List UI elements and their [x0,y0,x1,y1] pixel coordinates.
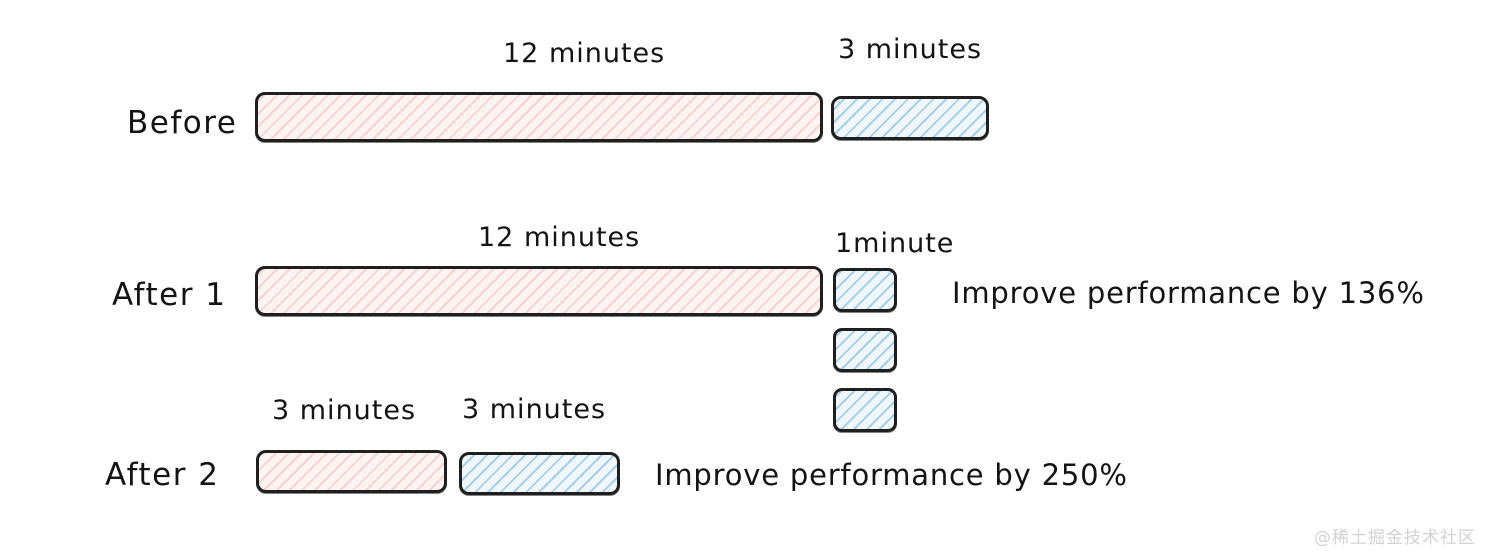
watermark: @稀土掘金技术社区 [1314,528,1476,548]
caption-before-blue-bar: 3 minutes [838,34,983,65]
row-label-after-1: After 1 [112,277,227,313]
row-label-after-2: After 2 [105,457,220,493]
caption-after2-pink-bar: 3 minutes [272,395,417,426]
after2-blue-bar [459,452,620,495]
after2-pink-bar [256,450,447,493]
after1-blue-box-3 [833,388,897,432]
row-label-before: Before [127,105,238,141]
caption-before-pink-bar: 12 minutes [503,38,666,69]
caption-after1-blue-box-1: 1minute [835,228,955,259]
before-pink-bar [255,92,823,142]
after1-pink-bar [255,266,823,316]
before-blue-bar [831,96,989,140]
caption-after1-pink-bar: 12 minutes [478,222,641,253]
after1-blue-box-1 [833,268,897,312]
note-after-2: Improve performance by 250% [655,458,1128,492]
caption-after2-blue-bar: 3 minutes [462,394,607,425]
after1-blue-box-2 [833,328,897,372]
note-after-1: Improve performance by 136% [952,276,1425,310]
